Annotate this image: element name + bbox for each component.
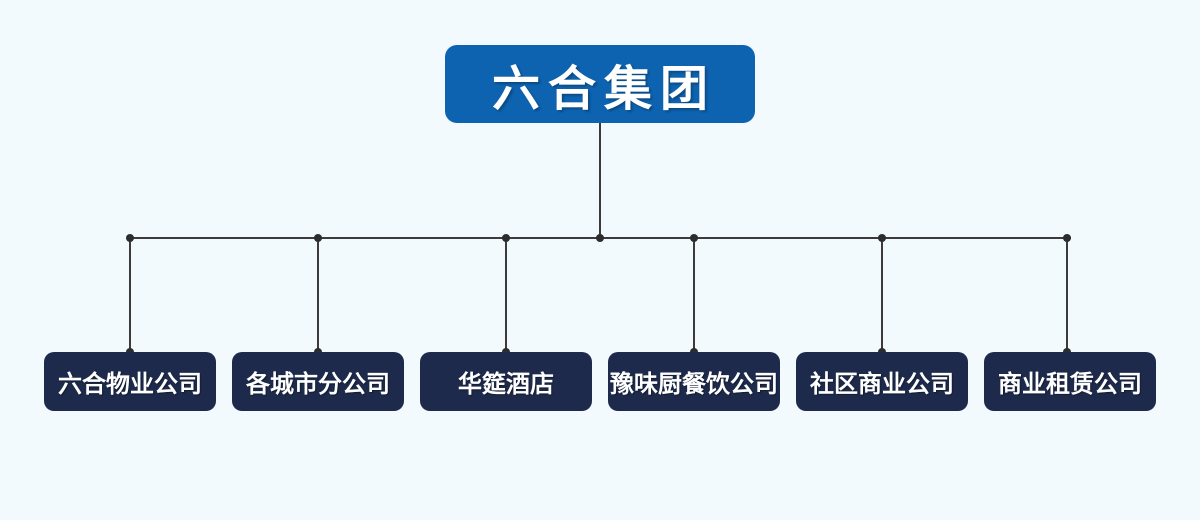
junction-dot <box>878 234 886 242</box>
junction-dot <box>126 234 134 242</box>
org-node-child-label: 豫味厨餐饮公司 <box>610 371 778 398</box>
org-node-child-3[interactable]: 华筵酒店 <box>420 352 592 411</box>
junction-dot <box>690 234 698 242</box>
org-node-root-label: 六合集团 <box>491 63 716 116</box>
connector-child-vertical-6 <box>1066 238 1068 352</box>
org-node-child-2[interactable]: 各城市分公司 <box>232 352 404 411</box>
org-node-child-label: 六合物业公司 <box>58 371 202 398</box>
org-node-child-label: 社区商业公司 <box>810 371 954 398</box>
junction-dot <box>314 234 322 242</box>
connector-child-vertical-2 <box>317 238 319 352</box>
org-node-child-5[interactable]: 社区商业公司 <box>796 352 968 411</box>
org-node-root[interactable]: 六合集团 <box>445 45 755 123</box>
connector-child-vertical-5 <box>881 238 883 352</box>
org-node-child-label: 商业租赁公司 <box>998 371 1142 398</box>
connector-child-vertical-4 <box>693 238 695 352</box>
connector-root-vertical <box>599 123 601 238</box>
org-node-child-label: 各城市分公司 <box>246 371 390 398</box>
org-node-child-6[interactable]: 商业租赁公司 <box>984 352 1156 411</box>
org-children-row: 六合物业公司 各城市分公司 华筵酒店 豫味厨餐饮公司 社区商业公司 商业租赁公司 <box>44 352 1156 411</box>
connector-child-vertical-3 <box>505 238 507 352</box>
junction-dot <box>502 234 510 242</box>
connector-child-vertical-1 <box>129 238 131 352</box>
junction-dot <box>1063 234 1071 242</box>
org-node-child-1[interactable]: 六合物业公司 <box>44 352 216 411</box>
junction-dot <box>596 234 604 242</box>
org-node-child-4[interactable]: 豫味厨餐饮公司 <box>608 352 780 411</box>
org-node-child-label: 华筵酒店 <box>458 371 554 398</box>
